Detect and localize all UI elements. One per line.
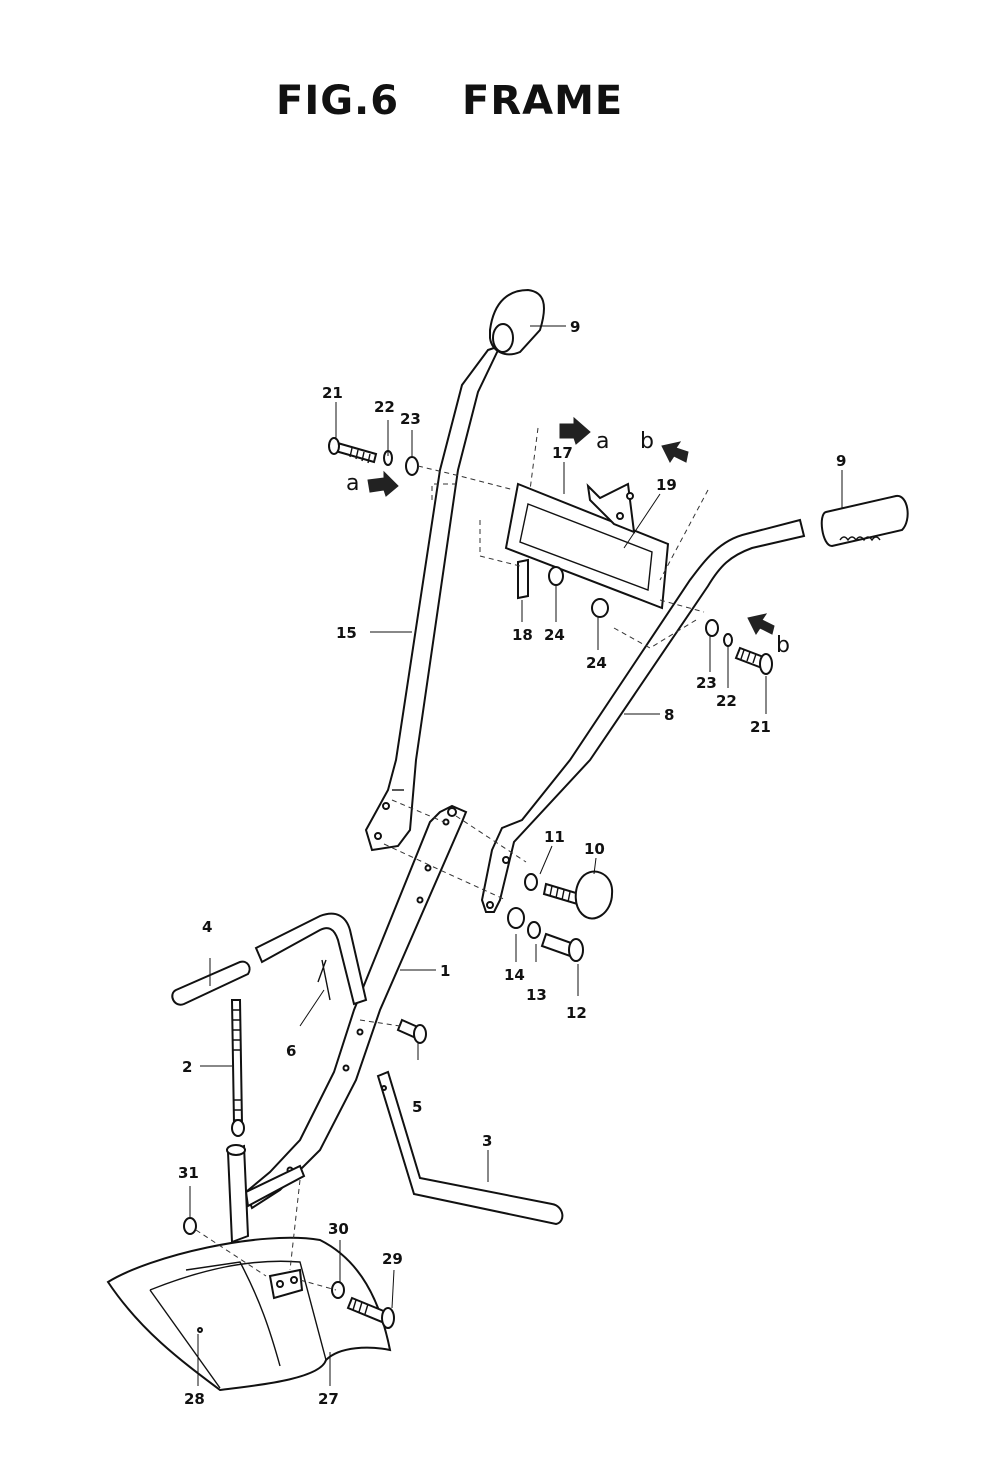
callout-12: 12 [566, 1004, 587, 1022]
callout-2: 2 [182, 1058, 192, 1076]
washer-30 [331, 1281, 345, 1299]
fender [106, 1236, 392, 1392]
callout-21: 21 [322, 384, 343, 402]
marker-b: b [776, 633, 790, 658]
bolt-12 [540, 932, 584, 962]
nut-31 [183, 1217, 197, 1235]
callout-14: 14 [504, 966, 525, 984]
main-frame-tube [244, 804, 468, 1210]
right-handle-bar [480, 518, 806, 913]
callout-31: 31 [178, 1164, 199, 1182]
spring-pin [317, 959, 331, 1001]
callout-29: 29 [382, 1250, 403, 1268]
bolt-5 [396, 1018, 427, 1044]
side-handle [171, 912, 368, 1006]
figure-name: FRAME [462, 78, 624, 124]
callout-1: 1 [440, 962, 450, 980]
arrow-a-left [367, 470, 399, 497]
nut-24 [548, 566, 609, 618]
control-box [504, 482, 670, 610]
callout-5: 5 [412, 1098, 422, 1116]
callout-30: 30 [328, 1220, 349, 1238]
marker-a: a [346, 471, 359, 496]
left-handle-bar [364, 344, 502, 852]
callout-18: 18 [512, 626, 533, 644]
callout-9: 9 [836, 452, 846, 470]
callout-4: 4 [202, 918, 212, 936]
callout-19: 19 [656, 476, 677, 494]
callout-28: 28 [184, 1390, 205, 1408]
callout-27: 27 [318, 1390, 339, 1408]
callout-6: 6 [286, 1042, 296, 1060]
assembly-lines [195, 427, 709, 1291]
callout-22: 22 [716, 692, 737, 710]
bolt-29 [346, 1296, 395, 1329]
figure-number: FIG.6 [276, 78, 400, 124]
right-grip [820, 495, 909, 548]
callout-9: 9 [570, 318, 580, 336]
leader-lines [189, 325, 843, 1386]
fender-bracket [268, 1268, 304, 1300]
callout-8: 8 [664, 706, 674, 724]
marker-b: b [640, 429, 654, 454]
stand-leg [376, 1070, 564, 1226]
arrow-b-top [661, 441, 689, 463]
callout-21: 21 [750, 718, 771, 736]
callout-3: 3 [482, 1132, 492, 1150]
callout-24: 24 [586, 654, 607, 672]
callout-13: 13 [526, 986, 547, 1004]
threaded-rod [230, 999, 245, 1137]
right-bolt-set [705, 619, 773, 675]
link-18 [517, 558, 529, 600]
callout-23: 23 [400, 410, 421, 428]
left-grip [489, 288, 545, 356]
callout-10: 10 [584, 840, 605, 858]
callout-15: 15 [336, 624, 357, 642]
callout-24: 24 [544, 626, 565, 644]
callout-11: 11 [544, 828, 565, 846]
washers-11-14 [507, 873, 541, 939]
callout-17: 17 [552, 444, 573, 462]
depth-bar-sleeve [226, 1144, 250, 1244]
callout-22: 22 [374, 398, 395, 416]
marker-a: a [596, 429, 609, 454]
callout-23: 23 [696, 674, 717, 692]
adjust-knob [542, 870, 614, 920]
callouts: 9 9 21 22 23 17 19 15 18 24 24 23 22 21 … [178, 318, 846, 1408]
arrow-a-right [559, 416, 591, 445]
left-bolt-set [328, 437, 419, 476]
arrow-b-right [747, 613, 775, 635]
direction-markers: a a b b [346, 429, 790, 658]
